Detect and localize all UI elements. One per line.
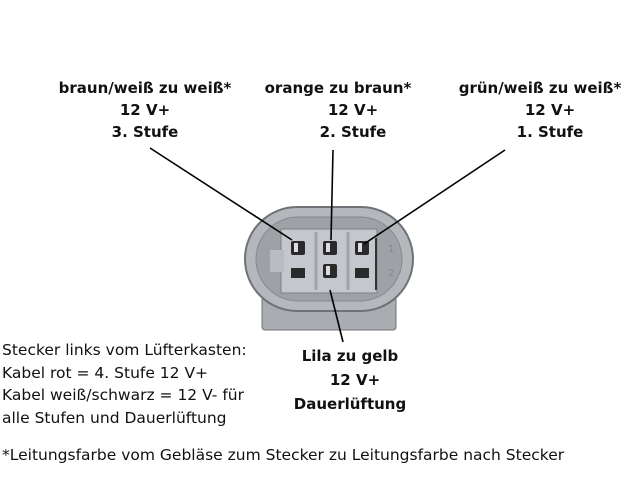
note-line: Stecker links vom Lüfterkasten:: [2, 341, 247, 359]
function: 3. Stufe: [111, 123, 179, 141]
pin-label-dauerlueftung: Lila zu gelb 12 V+ Dauerlüftung: [240, 344, 460, 416]
wire-color: orange zu braun*: [264, 79, 412, 97]
pin-mark-1: 1: [388, 244, 394, 255]
leader-line-3-stufe: [149, 147, 293, 241]
footnote: *Leitungsfarbe vom Gebläse zum Stecker z…: [2, 446, 565, 464]
voltage: 12 V+: [329, 371, 381, 389]
function: Dauerlüftung: [293, 395, 407, 413]
function: 1. Stufe: [516, 123, 584, 141]
leader-line-dauer: [329, 289, 344, 343]
note-line: Kabel rot = 4. Stufe 12 V+: [2, 363, 209, 382]
connector-image: [244, 206, 414, 331]
voltage: 12 V+: [524, 101, 576, 119]
note-line: Kabel weiß/schwarz = 12 V- für: [2, 386, 244, 404]
leader-line-1-stufe: [363, 149, 506, 245]
wire-color: braun/weiß zu weiß*: [58, 79, 232, 97]
function: 2. Stufe: [319, 123, 387, 141]
voltage: 12 V+: [119, 101, 171, 119]
note-line: alle Stufen und Dauerlüftung: [2, 408, 227, 427]
pin-label-1-stufe: grün/weiß zu weiß* 12 V+ 1. Stufe: [430, 77, 642, 143]
pin-label-2-stufe: orange zu braun* 12 V+ 2. Stufe: [228, 77, 448, 143]
wire-color: Lila zu gelb: [301, 347, 399, 365]
wire-color: grün/weiß zu weiß*: [458, 79, 622, 97]
voltage: 12 V+: [327, 101, 379, 119]
pin-label-3-stufe: braun/weiß zu weiß* 12 V+ 3. Stufe: [35, 77, 255, 143]
leader-line-2-stufe: [330, 149, 334, 241]
notes: Stecker links vom Lüfterkasten: Kabel ro…: [2, 339, 247, 429]
pin-mark-2: 2: [388, 268, 394, 279]
